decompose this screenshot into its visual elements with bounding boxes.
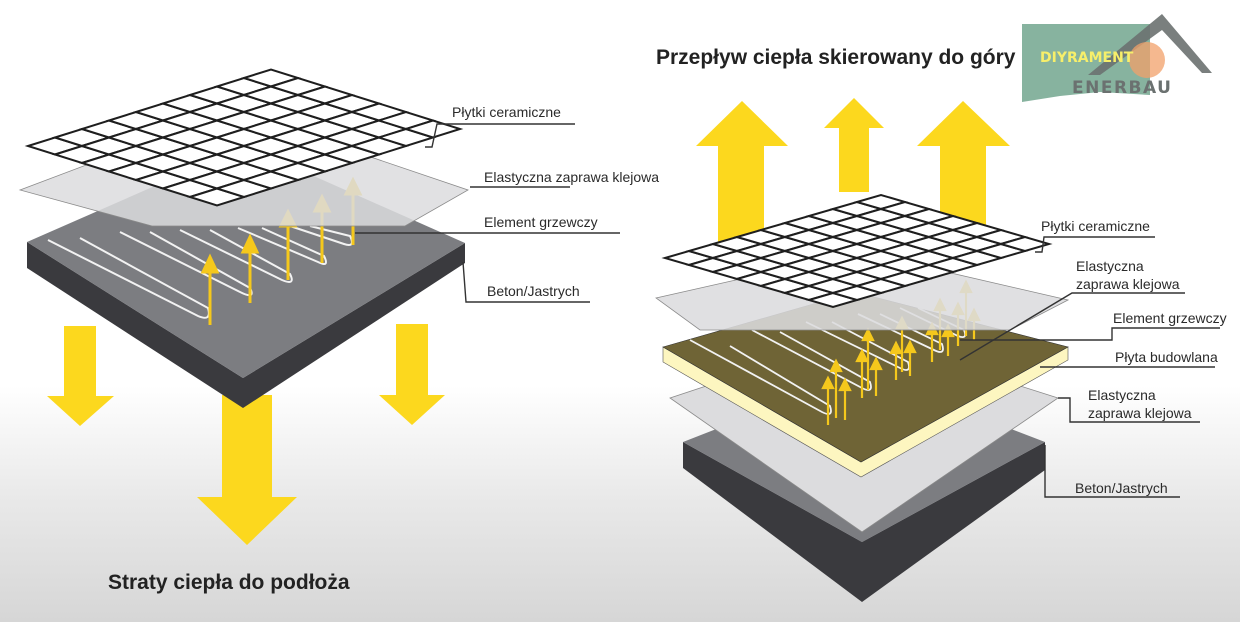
label-adhesive-upper-line2: zaprawa klejowa [1076, 276, 1180, 292]
leader-concrete [462, 261, 590, 303]
label-ceramic-tiles-right: Płytki ceramiczne [1041, 218, 1150, 234]
ceramic-tile [997, 235, 1053, 253]
logo-badge-text: DIYRAMENT [1040, 50, 1134, 66]
leader-tiles [425, 123, 575, 148]
ceramic-tiles [24, 68, 464, 207]
label-adhesive: Elastyczna zaprawa klejowa [484, 169, 659, 185]
logo-badge [1022, 24, 1150, 102]
heat-loss-arrows [47, 324, 445, 545]
logo-brand-text: ENERBAU [1072, 78, 1172, 98]
label-ceramic-tiles: Płytki ceramiczne [452, 104, 561, 120]
down-arrow-center [197, 395, 297, 545]
heat-rise-arrow-head [821, 375, 835, 390]
logo-sun-icon [1129, 42, 1165, 78]
caption-heat-up: Przepływ ciepła skierowany do góry [656, 46, 1016, 69]
label-adhesive-lower-line1: Elastyczna [1088, 387, 1156, 403]
label-adhesive-upper-line1: Elastyczna [1076, 258, 1144, 274]
leader-tiles-right [1035, 236, 1155, 253]
logo-roof-icon [1088, 14, 1212, 75]
label-heating-element-right: Element grzewczy [1113, 310, 1227, 326]
heat-rise-arrow-head [869, 356, 883, 371]
caption-heat-loss: Straty ciepła do podłoża [108, 571, 350, 594]
heat-rise-arrow-head [861, 327, 875, 342]
left-diagram: Płytki ceramiczne Elastyczna zaprawa kle… [18, 68, 659, 594]
label-heating-element: Element grzewczy [484, 214, 598, 230]
heat-rise-arrow-head [838, 377, 852, 392]
down-arrow-right [379, 324, 445, 425]
leader-concrete-right [1044, 445, 1180, 498]
ceramic-tile [402, 119, 464, 139]
label-concrete-right: Beton/Jastrych [1075, 480, 1168, 496]
ceramic-tiles-right [661, 193, 1053, 309]
up-arrow-center [824, 98, 884, 192]
label-concrete: Beton/Jastrych [487, 283, 580, 299]
heat-rise-arrow-head [855, 348, 869, 363]
label-adhesive-lower-line2: zaprawa klejowa [1088, 405, 1192, 421]
enerbau-logo: DIYRAMENT ENERBAU [1022, 14, 1212, 102]
label-building-board: Płyta budowlana [1115, 349, 1218, 365]
down-arrow-left [47, 326, 114, 426]
leader-heating-right [960, 327, 1220, 341]
right-diagram: Płytki ceramiczne Elastyczna zaprawa kle… [655, 46, 1227, 602]
up-arrow-right [917, 101, 1010, 243]
heat-up-arrows [696, 98, 1010, 243]
leader-adhesive-lower-right [1058, 397, 1200, 423]
heat-rise-arrow-head [829, 358, 843, 373]
heat-rise-arrow-head [903, 339, 917, 354]
leader-adhesive-upper-right [959, 292, 1185, 361]
heat-rise-arrow-head [889, 340, 903, 355]
up-arrow-left [696, 101, 788, 243]
heat-rise-arrow-head [941, 323, 955, 338]
